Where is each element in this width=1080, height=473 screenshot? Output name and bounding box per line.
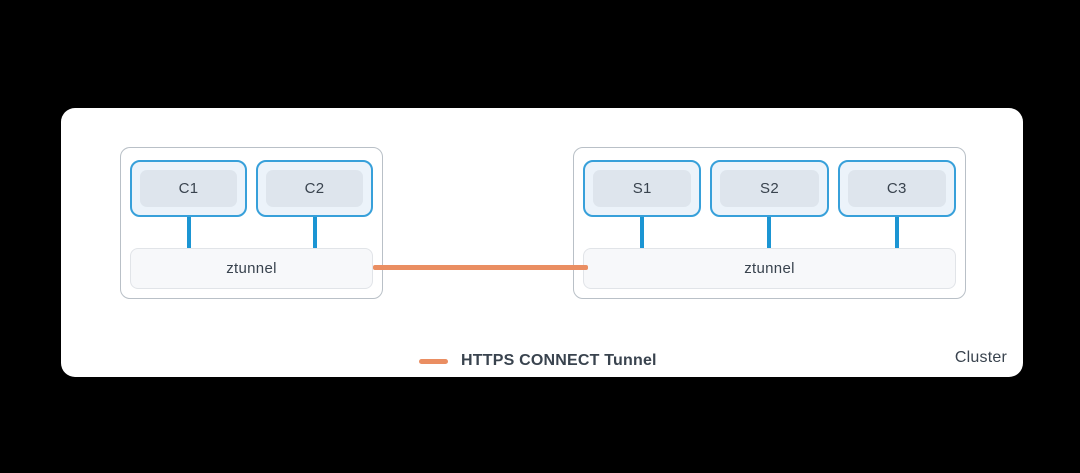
connectors-row [130, 217, 373, 248]
pod-c3: C3 [837, 160, 956, 217]
pods-row: S1 S2 C3 [583, 160, 956, 217]
pod-c2: C2 [256, 160, 373, 217]
ztunnel-box-left: ztunnel [130, 248, 373, 289]
pod-label: C3 [886, 180, 907, 197]
legend-label: HTTPS CONNECT Tunnel [461, 352, 657, 369]
connectors-row [583, 217, 956, 248]
pod-s1: S1 [583, 160, 702, 217]
pod-ztunnel-connector [640, 217, 645, 248]
ztunnel-label: ztunnel [226, 260, 277, 277]
ztunnel-box-right: ztunnel [583, 248, 956, 289]
legend: HTTPS CONNECT Tunnel [419, 350, 657, 372]
https-connect-tunnel-line [373, 265, 588, 270]
pod-label: C2 [304, 180, 325, 197]
pod-s2: S2 [710, 160, 829, 217]
pod-label: S2 [760, 180, 779, 197]
pod-inner: C1 [140, 170, 237, 207]
node-group-left: C1 C2 ztunnel [120, 147, 383, 299]
pod-inner: S2 [720, 170, 819, 207]
pods-row: C1 C2 [130, 160, 373, 217]
pod-inner: S1 [593, 170, 692, 207]
cluster-label: Cluster [954, 349, 1007, 366]
pod-ztunnel-connector [894, 217, 899, 248]
ztunnel-label: ztunnel [744, 260, 795, 277]
pod-ztunnel-connector [312, 217, 317, 248]
pod-ztunnel-connector [767, 217, 772, 248]
pod-label: S1 [632, 180, 652, 197]
pod-inner: C2 [266, 170, 363, 207]
pod-ztunnel-connector [186, 217, 191, 248]
node-group-right: S1 S2 C3 [573, 147, 966, 299]
pod-inner: C3 [847, 170, 946, 207]
pod-label: C1 [178, 180, 199, 197]
cluster-boundary: C1 C2 ztunnel [61, 108, 1023, 377]
pod-c1: C1 [130, 160, 247, 217]
tunnel-line-swatch [419, 358, 448, 364]
